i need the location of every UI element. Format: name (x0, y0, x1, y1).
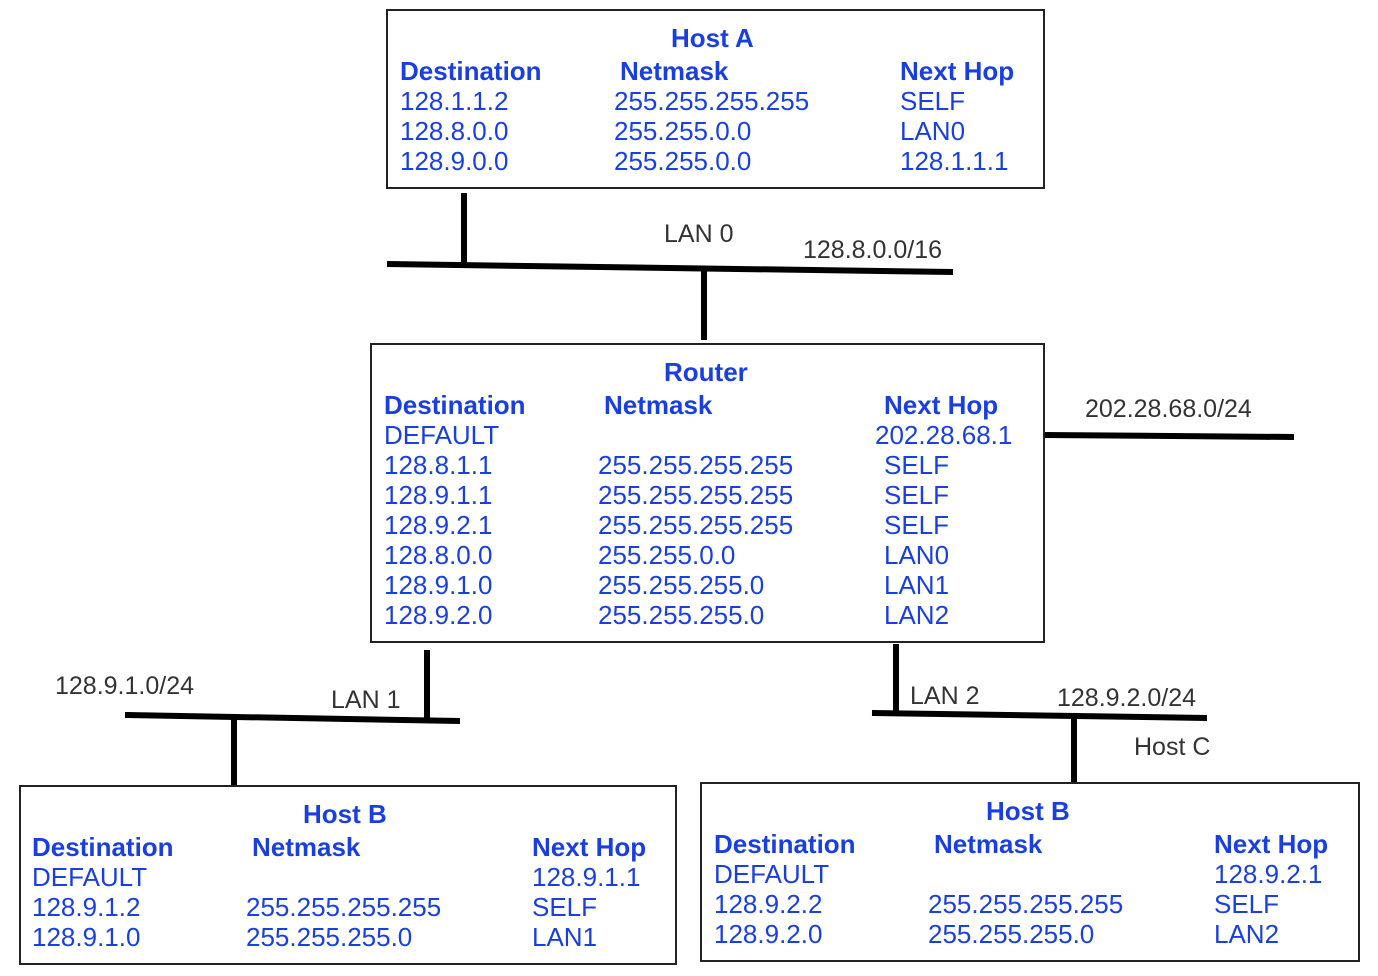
next-hop-cell: LAN1 (532, 922, 598, 952)
netmask-cell: 255.255.255.0 (598, 570, 765, 600)
host-a-table: Host A Destination Netmask Next Hop 128.… (386, 9, 1045, 189)
next-hop-header: Next Hop (884, 390, 999, 420)
host-b-left-table: Host B Destination Netmask Next Hop DEFA… (19, 785, 677, 965)
destination-cell: 128.9.2.2 (714, 889, 823, 919)
next-hop-cell: SELF (900, 86, 966, 116)
next-hop-cell: SELF (532, 892, 598, 922)
next-hop-cell: LAN2 (884, 600, 950, 630)
netmask-cell: 255.255.255.0 (598, 600, 765, 630)
netmask-cell: 255.255.255.255 (598, 510, 794, 540)
next-hop-cell: LAN0 (900, 116, 966, 146)
destination-cell: 128.8.0.0 (400, 116, 509, 146)
next-hop-cell: SELF (884, 510, 950, 540)
lan1-subnet-label: 128.9.1.0/24 (55, 672, 195, 700)
next-hop-header: Next Hop (900, 56, 1015, 86)
lan0-label: LAN 0 (664, 220, 734, 248)
netmask-header: Netmask (604, 390, 713, 420)
host-b-right-table: Host B Destination Netmask Next Hop DEFA… (700, 782, 1360, 962)
lan2-subnet-label: 128.9.2.0/24 (1057, 684, 1197, 712)
destination-cell: DEFAULT (32, 862, 148, 892)
wan-subnet-label: 202.28.68.0/24 (1085, 395, 1252, 423)
lan0-bus-line (386, 261, 954, 275)
lan2-bus-line (871, 710, 1208, 721)
next-hop-cell: 128.1.1.1 (900, 146, 1009, 176)
netmask-cell: 255.255.255.255 (614, 86, 810, 116)
destination-cell: 128.9.0.0 (400, 146, 509, 176)
wan-link-line (1042, 432, 1295, 440)
destination-header: Destination (384, 390, 526, 420)
next-hop-cell: SELF (884, 450, 950, 480)
lan1-bus-line (124, 712, 461, 724)
next-hop-cell: 202.28.68.1 (875, 420, 1013, 450)
table-title: Host A (671, 23, 754, 53)
netmask-cell: 255.255.255.0 (246, 922, 413, 952)
netmask-cell: 255.255.0.0 (598, 540, 736, 570)
destination-cell: 128.9.2.0 (384, 600, 493, 630)
destination-header: Destination (714, 829, 856, 859)
destination-cell: 128.9.2.0 (714, 919, 823, 949)
next-hop-cell: 128.9.1.1 (532, 862, 641, 892)
next-hop-header: Next Hop (1214, 829, 1329, 859)
router-table: Router Destination Netmask Next Hop DEFA… (370, 343, 1045, 643)
netmask-cell: 255.255.255.255 (928, 889, 1124, 919)
netmask-cell: 255.255.255.255 (598, 450, 794, 480)
netmask-cell: 255.255.0.0 (614, 146, 752, 176)
destination-header: Destination (400, 56, 542, 86)
destination-cell: 128.8.1.1 (384, 450, 493, 480)
destination-cell: DEFAULT (714, 859, 830, 889)
next-hop-cell: SELF (884, 480, 950, 510)
next-hop-cell: SELF (1214, 889, 1280, 919)
next-hop-cell: 128.9.2.1 (1214, 859, 1323, 889)
destination-cell: 128.9.1.0 (384, 570, 493, 600)
netmask-cell: 255.255.255.0 (928, 919, 1095, 949)
destination-cell: 128.9.1.0 (32, 922, 141, 952)
destination-cell: 128.1.1.2 (400, 86, 509, 116)
lan0-subnet-label: 128.8.0.0/16 (803, 236, 943, 264)
netmask-header: Netmask (620, 56, 729, 86)
lan2-label: LAN 2 (910, 682, 980, 710)
destination-header: Destination (32, 832, 174, 862)
netmask-header: Netmask (934, 829, 1043, 859)
destination-cell: DEFAULT (384, 420, 500, 450)
lan1-label: LAN 1 (331, 686, 401, 714)
destination-cell: 128.8.0.0 (384, 540, 493, 570)
netmask-header: Netmask (252, 832, 361, 862)
table-title: Host B (986, 796, 1070, 826)
table-title: Router (664, 357, 748, 387)
destination-cell: 128.9.1.1 (384, 480, 493, 510)
netmask-cell: 255.255.0.0 (614, 116, 752, 146)
netmask-cell: 255.255.255.255 (598, 480, 794, 510)
host-c-label: Host C (1134, 733, 1211, 761)
next-hop-cell: LAN0 (884, 540, 950, 570)
next-hop-header: Next Hop (532, 832, 647, 862)
next-hop-cell: LAN1 (884, 570, 950, 600)
netmask-cell: 255.255.255.255 (246, 892, 442, 922)
table-title: Host B (303, 799, 387, 829)
next-hop-cell: LAN2 (1214, 919, 1280, 949)
destination-cell: 128.9.2.1 (384, 510, 493, 540)
destination-cell: 128.9.1.2 (32, 892, 141, 922)
